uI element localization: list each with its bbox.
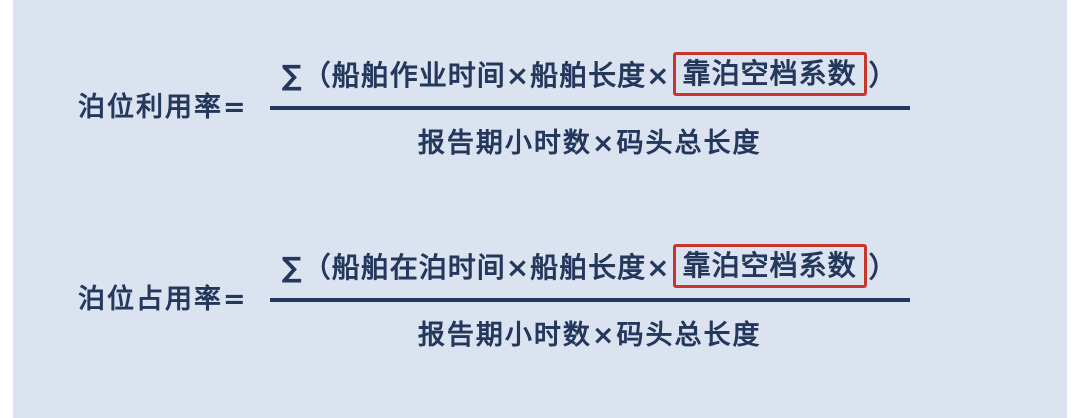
- highlighted-term-berthing-gap-coefficient: 靠泊空档系数: [672, 52, 867, 97]
- denominator-berth-utilization: 报告期小时数×码头总长度: [417, 128, 762, 160]
- formula-label-berth-utilization: 泊位利用率=: [78, 91, 248, 123]
- numerator-suffix: ）: [868, 251, 898, 285]
- fraction-berth-utilization: ∑（船舶作业时间×船舶长度×靠泊空档系数） 报告期小时数×码头总长度: [269, 48, 910, 160]
- numerator-berth-utilization: ∑（船舶作业时间×船舶长度×靠泊空档系数）: [269, 48, 910, 111]
- formula-berth-occupancy-rate: 泊位占用率= ∑（船舶在泊时间×船舶长度×靠泊空档系数） 报告期小时数×码头总长…: [78, 240, 910, 352]
- formula-berth-utilization-rate: 泊位利用率= ∑（船舶作业时间×船舶长度×靠泊空档系数） 报告期小时数×码头总长…: [78, 48, 910, 160]
- formula-label-berth-occupancy: 泊位占用率=: [78, 283, 248, 315]
- numerator-prefix: ∑（船舶在泊时间×船舶长度×: [281, 251, 671, 285]
- numerator-prefix: ∑（船舶作业时间×船舶长度×: [281, 59, 671, 93]
- denominator-berth-occupancy: 报告期小时数×码头总长度: [417, 320, 762, 352]
- fraction-berth-occupancy: ∑（船舶在泊时间×船舶长度×靠泊空档系数） 报告期小时数×码头总长度: [269, 240, 910, 352]
- formula-background: 泊位利用率= ∑（船舶作业时间×船舶长度×靠泊空档系数） 报告期小时数×码头总长…: [13, 0, 1067, 418]
- numerator-suffix: ）: [868, 59, 898, 93]
- highlighted-term-berthing-gap-coefficient: 靠泊空档系数: [672, 244, 867, 289]
- numerator-berth-occupancy: ∑（船舶在泊时间×船舶长度×靠泊空档系数）: [269, 240, 910, 303]
